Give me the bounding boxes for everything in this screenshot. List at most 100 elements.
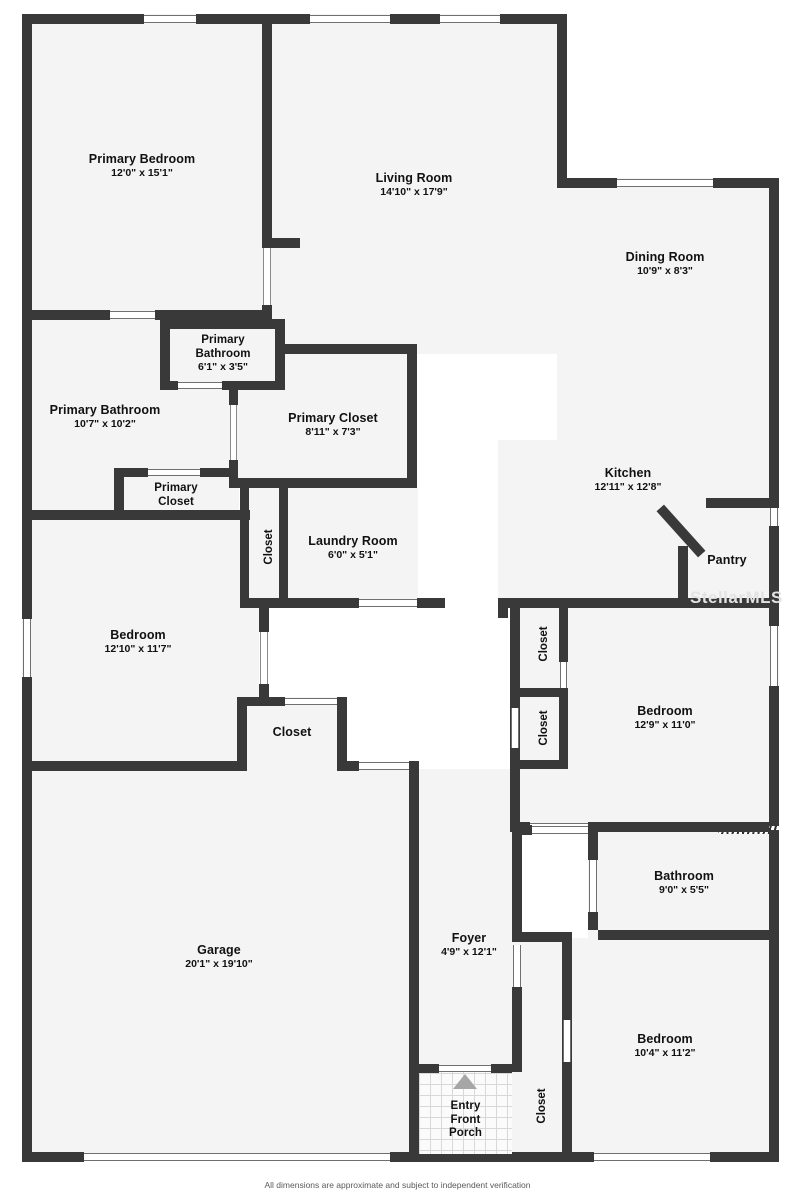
label-laundry-room: Laundry Room 6'0" x 5'1" bbox=[253, 534, 453, 561]
wall-laundry-bottom-right bbox=[417, 598, 445, 608]
wall-closet-bl-top-a bbox=[237, 697, 285, 706]
label-laundry-room-dim: 6'0" x 5'1" bbox=[328, 548, 378, 561]
door-closet-rl bbox=[511, 708, 519, 748]
label-closet-foyer-text: Closet bbox=[536, 1088, 548, 1124]
wall-pbath-small-right bbox=[275, 319, 285, 389]
wall-porch-top-a bbox=[417, 1064, 439, 1073]
wall-closet-rl-bottom bbox=[520, 760, 568, 769]
wall-foyer-closet-right bbox=[562, 932, 572, 1072]
label-primary-closet-small-l1: Primary bbox=[154, 482, 198, 494]
label-garage-dim: 20'1" x 19'10" bbox=[185, 957, 253, 970]
wall-bathroom-left-a bbox=[588, 830, 598, 860]
room-fill-bedroom-left bbox=[22, 519, 259, 769]
wall-primary-closet-right bbox=[407, 344, 417, 488]
door-primary-bath-opening bbox=[110, 311, 155, 319]
wall-closet-foyer-right bbox=[562, 1062, 572, 1162]
wall-pbath-small-bottom-a bbox=[160, 381, 178, 390]
wall-brl-bottom-b bbox=[710, 1152, 779, 1162]
wall-closet-foyer-bottom bbox=[512, 1152, 572, 1162]
wall-exterior-right-d bbox=[769, 830, 779, 1161]
door-foyer-closet-side bbox=[513, 945, 521, 987]
wall-garage-bottom-a bbox=[22, 1152, 84, 1162]
entry-direction-arrow bbox=[453, 1074, 477, 1089]
label-kitchen: Kitchen 12'11" x 12'8" bbox=[528, 466, 728, 493]
label-foyer-name: Foyer bbox=[451, 931, 487, 945]
label-primary-bathroom-small-l1: Primary bbox=[201, 334, 245, 346]
door-closet-bl bbox=[285, 698, 337, 705]
wall-exterior-left-c bbox=[22, 677, 32, 1161]
label-primary-closet-large-dim: 8'11" x 7'3" bbox=[305, 425, 361, 438]
wall-bathroom-bottom bbox=[598, 930, 779, 940]
label-bedroom-right-lower: Bedroom 10'4" x 11'2" bbox=[565, 1032, 765, 1059]
wall-exterior-top-right bbox=[500, 14, 557, 24]
wall-foyer-right-a bbox=[512, 825, 522, 932]
wall-exterior-top-mid2 bbox=[390, 14, 440, 24]
label-primary-closet-large: Primary Closet 8'11" x 7'3" bbox=[233, 411, 433, 438]
label-primary-bedroom: Primary Bedroom 12'0" x 15'1" bbox=[42, 152, 242, 179]
label-closet-right-upper-text: Closet bbox=[538, 626, 550, 662]
wall-primary-bedroom-jamb bbox=[262, 238, 300, 248]
window-dining-top bbox=[617, 179, 713, 187]
wall-porch-left bbox=[411, 1064, 419, 1162]
wall-exterior-top-left bbox=[22, 14, 144, 24]
wall-exterior-right-a bbox=[769, 178, 779, 503]
door-laundry-bottom bbox=[359, 599, 417, 607]
label-foyer-dim: 4'9" x 12'1" bbox=[441, 945, 497, 958]
wall-closet-hall-left bbox=[240, 488, 249, 606]
room-fill-foyer bbox=[417, 769, 522, 1069]
label-entry-front-porch: Entry Front Porch bbox=[419, 1100, 512, 1141]
wall-exterior-right-b bbox=[769, 526, 779, 626]
door-primary-bedroom bbox=[263, 244, 271, 305]
wall-exterior-left-b bbox=[22, 319, 32, 619]
label-bathroom-dim: 9'0" x 5'5" bbox=[659, 883, 709, 896]
window-kitchen-right bbox=[770, 503, 778, 526]
label-bedroom-right-lower-dim: 10'4" x 11'2" bbox=[634, 1046, 696, 1059]
door-closet-foyer bbox=[563, 1020, 571, 1062]
room-fill-laundry-room bbox=[288, 488, 418, 606]
label-primary-bathroom: Primary Bathroom 10'7" x 10'2" bbox=[5, 403, 205, 430]
label-bathroom: Bathroom 9'0" x 5'5" bbox=[584, 869, 784, 896]
wall-dining-top-right bbox=[713, 178, 779, 188]
door-bedroom-left bbox=[260, 632, 268, 684]
label-bedroom-right-upper-dim: 12'9" x 11'0" bbox=[634, 718, 696, 731]
wall-pcloset-small-left bbox=[114, 468, 124, 520]
wall-primary-closet-bottom bbox=[237, 478, 417, 488]
door-garage-entry bbox=[359, 762, 409, 770]
wall-porch-bottom bbox=[411, 1154, 516, 1162]
room-fill-bathroom bbox=[588, 830, 779, 938]
wall-pantry-bottom bbox=[686, 598, 779, 608]
wall-garage-top-b bbox=[337, 761, 359, 771]
wall-pantry-vert bbox=[678, 546, 688, 602]
label-primary-bathroom-name: Primary Bathroom bbox=[49, 403, 161, 417]
label-primary-bathroom-small: Primary Bathroom 6'1" x 3'5" bbox=[162, 334, 284, 374]
wall-closet-mid bbox=[520, 688, 568, 697]
wall-kitchen-bottom-left bbox=[498, 598, 686, 608]
wall-pbath-small-bottom-b bbox=[222, 381, 285, 390]
label-living-room-dim: 14'10" x 17'9" bbox=[380, 185, 448, 198]
label-closet-bedroom-left: Closet bbox=[232, 725, 352, 740]
door-foyer-bathroom-hall bbox=[532, 826, 588, 834]
label-primary-bathroom-small-l2: Bathroom bbox=[195, 347, 251, 360]
label-dining-room-dim: 10'9" x 8'3" bbox=[637, 264, 693, 277]
label-bedroom-left-name: Bedroom bbox=[110, 628, 166, 642]
wall-pbath-small-left bbox=[160, 319, 170, 389]
wall-pcloset-small-top-b bbox=[200, 468, 238, 477]
label-living-room-name: Living Room bbox=[375, 171, 453, 185]
label-bedroom-left-dim: 12'10" x 11'7" bbox=[104, 642, 172, 655]
wall-foyer-closet-left bbox=[512, 987, 522, 1072]
label-bedroom-right-upper-name: Bedroom bbox=[637, 704, 693, 718]
room-fill-primary-bedroom bbox=[22, 14, 262, 319]
wall-living-room-right bbox=[557, 14, 567, 178]
label-bathroom-name: Bathroom bbox=[654, 869, 714, 883]
label-closet-foyer: Closet bbox=[536, 1066, 548, 1146]
label-bedroom-right-lower-name: Bedroom bbox=[637, 1032, 693, 1046]
label-closet-right-lower: Closet bbox=[538, 688, 550, 768]
wall-pbath-bottom bbox=[22, 510, 250, 520]
label-porch-l3: Porch bbox=[448, 1127, 483, 1140]
label-bedroom-left: Bedroom 12'10" x 11'7" bbox=[38, 628, 238, 655]
label-porch-l1: Entry bbox=[450, 1100, 481, 1112]
wall-closet-hall-right bbox=[279, 488, 288, 606]
label-closet-right-upper: Closet bbox=[538, 604, 550, 684]
room-fill-primary-closet-large bbox=[237, 353, 417, 488]
window-left-bedroom bbox=[23, 619, 31, 677]
